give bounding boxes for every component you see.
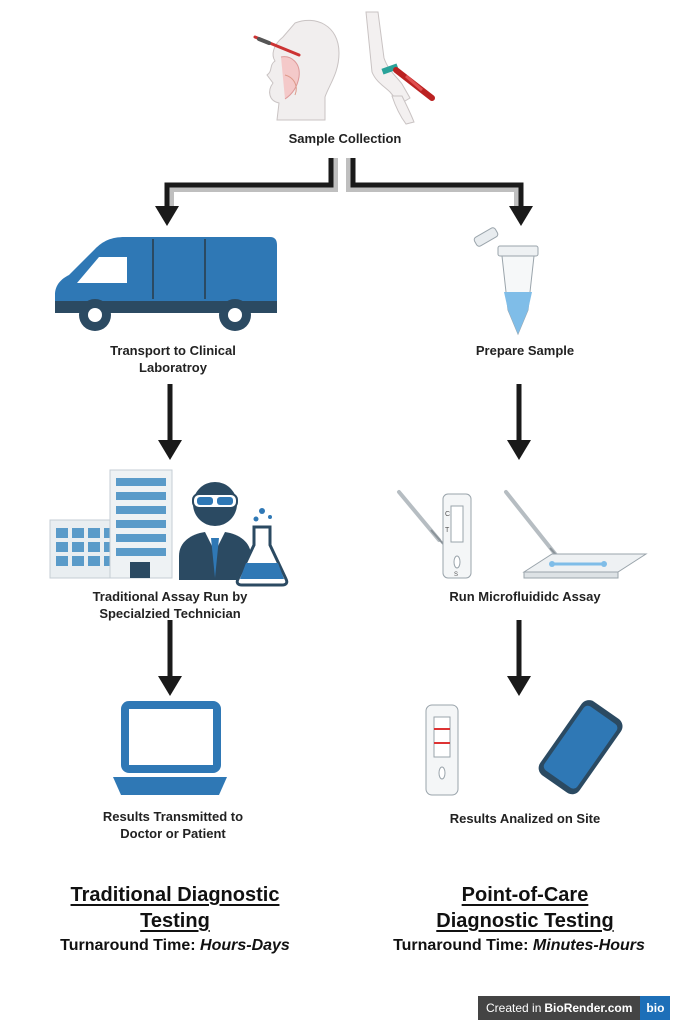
nasal-swab-icon — [253, 19, 340, 121]
traditional-turnaround: Turnaround Time: Hours-Days — [60, 937, 290, 954]
prepare-sample-label: Prepare Sample — [475, 343, 575, 358]
microfluidic-assay-label: Run Microfluididc Assay — [449, 589, 601, 604]
microcentrifuge-tube-icon — [473, 227, 539, 336]
flask-icon — [235, 508, 289, 587]
svg-text:C: C — [445, 511, 450, 518]
sample-collection-label: Sample Collection — [288, 131, 402, 146]
technician-icon — [179, 482, 251, 580]
blood-draw-icon — [365, 11, 435, 125]
traditional-title: Traditional Diagnostic Testing — [70, 884, 280, 932]
results-analized-label: Results Analized on Site — [449, 811, 601, 826]
lateral-flow-result-icon — [425, 704, 459, 796]
lateral-flow-test-icon: C T S — [397, 490, 472, 579]
arrow-down-right-1 — [507, 384, 531, 460]
laptop-icon — [113, 701, 227, 795]
arrow-down-right-2 — [507, 620, 531, 696]
poc-title: Point-of-Care Diagnostic Testing — [436, 884, 614, 932]
hospital-building-icon — [49, 469, 173, 579]
arrow-down-left-2 — [158, 620, 182, 696]
poc-turnaround: Turnaround Time: Minutes-Hours — [393, 937, 645, 954]
smartphone-icon — [538, 700, 623, 795]
branch-connector — [155, 158, 533, 226]
arrow-down-left-1 — [158, 384, 182, 460]
svg-text:T: T — [445, 527, 450, 534]
microfluidic-chip-icon — [504, 490, 648, 579]
svg-text:S: S — [454, 572, 458, 578]
van-icon — [55, 237, 277, 331]
biorender-logo: bio — [640, 996, 671, 1020]
